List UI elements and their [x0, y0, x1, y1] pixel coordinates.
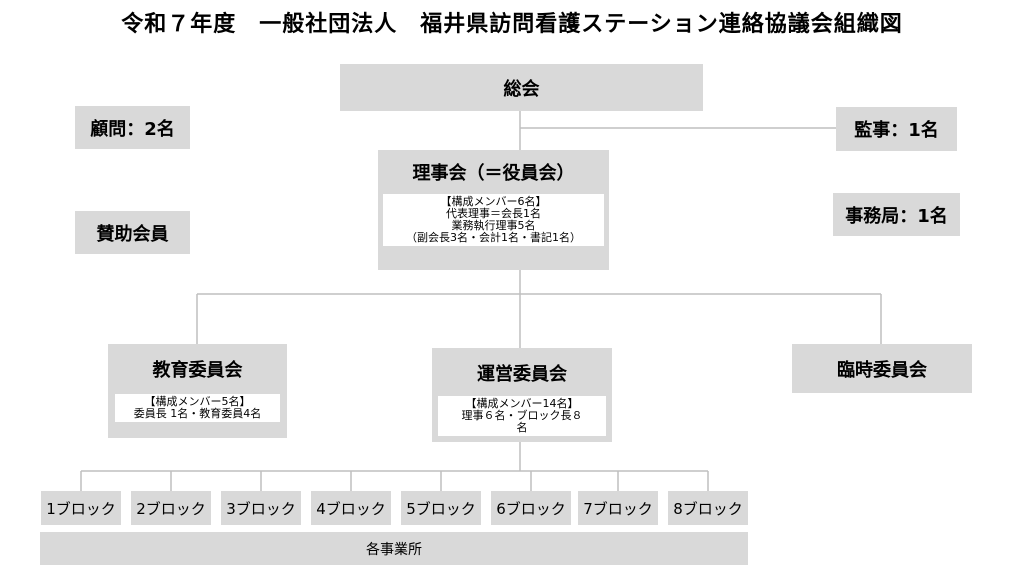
- block-5: 5ブロック: [401, 491, 481, 525]
- block-1: 1ブロック: [41, 491, 121, 525]
- operations-committee-line: 【構成メンバー14名】: [465, 397, 579, 410]
- block-4: 4ブロック: [311, 491, 391, 525]
- auditor-box: 監事：1名: [836, 107, 957, 151]
- operations-committee-box: 運営委員会 【構成メンバー14名】 理事６名・ブロック長８ 名: [432, 348, 612, 442]
- block-7: 7ブロック: [578, 491, 658, 525]
- operations-committee-line: 理事６名・ブロック長８: [461, 409, 583, 422]
- education-committee-title: 教育委員会: [152, 360, 243, 381]
- supporting-members-box: 賛助会員: [75, 211, 190, 254]
- operations-committee-details: 【構成メンバー14名】 理事６名・ブロック長８ 名: [438, 396, 606, 436]
- offices-box: 各事業所: [40, 532, 748, 565]
- block-3: 3ブロック: [221, 491, 301, 525]
- education-committee-line: 委員長 1名・教育委員4名: [133, 407, 262, 420]
- board-title: 理事会（＝役員会）: [412, 163, 575, 184]
- block-6: 6ブロック: [491, 491, 571, 525]
- operations-committee-title: 運営委員会: [477, 364, 567, 385]
- board-details: 【構成メンバー6名】 代表理事＝会長1名 業務執行理事5名 （副会長3名・会計1…: [383, 194, 604, 246]
- education-committee-details: 【構成メンバー5名】 委員長 1名・教育委員4名: [115, 394, 280, 422]
- board-box: 理事会（＝役員会） 【構成メンバー6名】 代表理事＝会長1名 業務執行理事5名 …: [378, 150, 609, 270]
- ad-hoc-committee-box: 臨時委員会: [792, 344, 972, 393]
- operations-committee-line: 名: [516, 421, 528, 434]
- general-assembly-box: 総会: [340, 64, 703, 111]
- board-line: （副会長3名・会計1名・書記1名）: [406, 231, 581, 244]
- advisor-box: 顧問：2名: [75, 106, 190, 149]
- page-title: 令和７年度 一般社団法人 福井県訪問看護ステーション連絡協議会組織図: [121, 12, 903, 37]
- board-line: 【構成メンバー6名】: [440, 195, 547, 208]
- education-committee-box: 教育委員会 【構成メンバー5名】 委員長 1名・教育委員4名: [108, 344, 287, 438]
- block-8: 8ブロック: [668, 491, 748, 525]
- block-2: 2ブロック: [131, 491, 211, 525]
- secretariat-box: 事務局：1名: [833, 193, 960, 236]
- education-committee-line: 【構成メンバー5名】: [144, 395, 251, 408]
- board-line: 代表理事＝会長1名: [446, 207, 541, 220]
- board-line: 業務執行理事5名: [451, 219, 536, 232]
